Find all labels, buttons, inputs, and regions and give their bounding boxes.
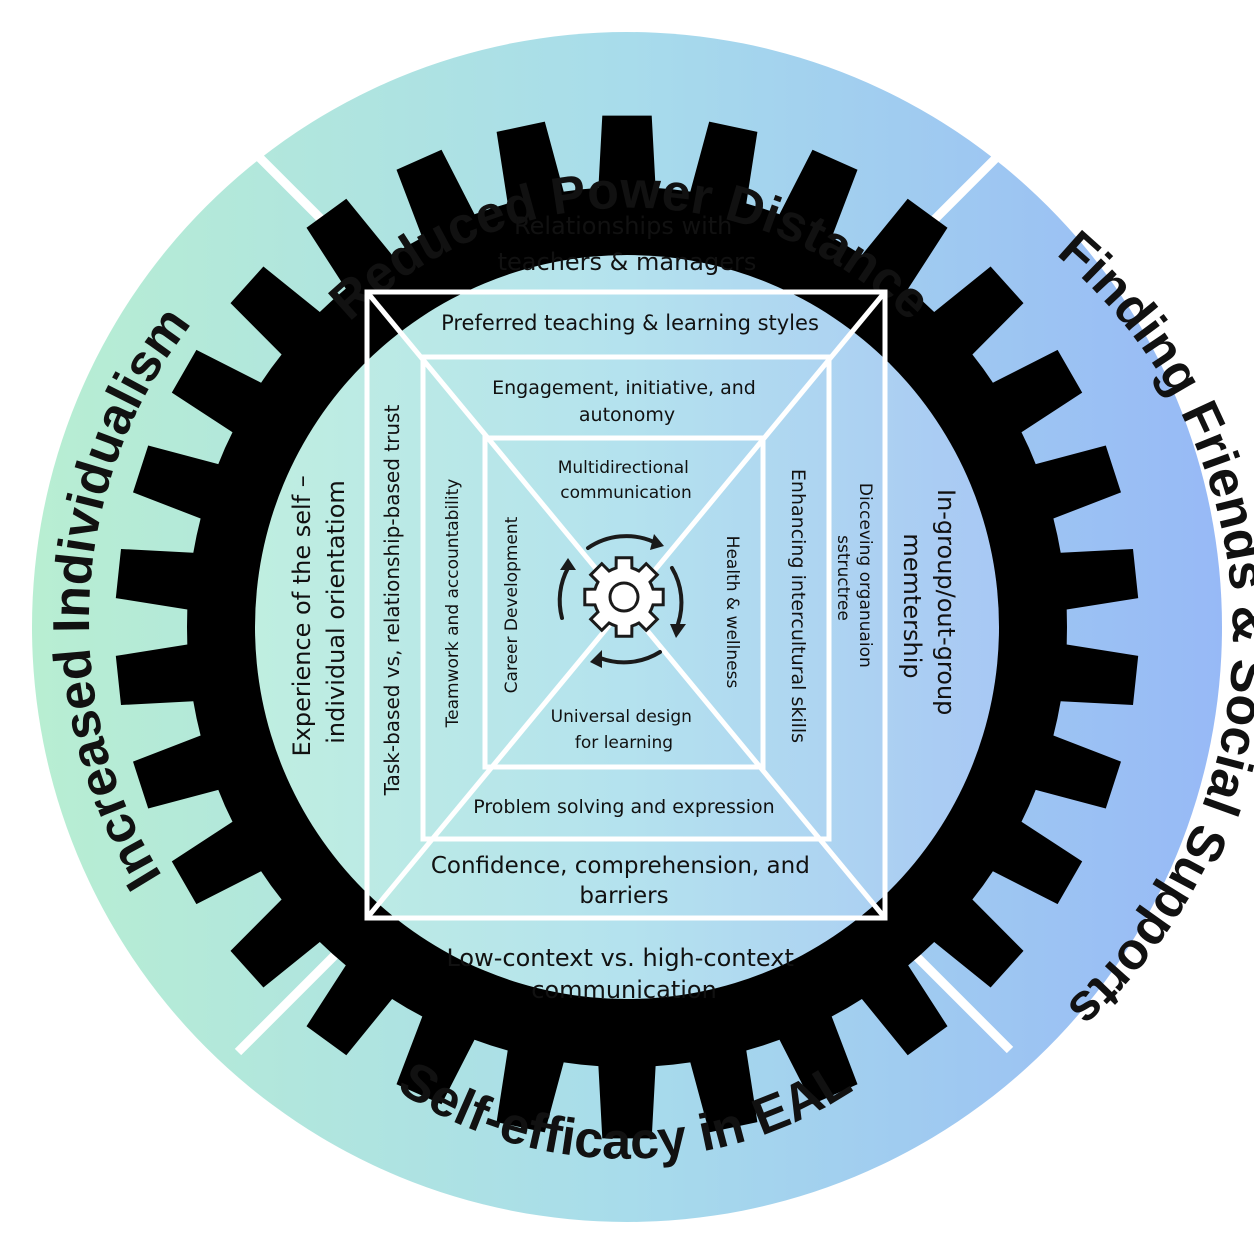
gear-ring-left: Experience of the self – individual orie… bbox=[288, 468, 350, 757]
frame3-right: Health & wellness bbox=[722, 536, 742, 689]
gear-cycle-icon bbox=[557, 534, 686, 668]
frame2-left: Teamwork and accountability bbox=[443, 479, 463, 729]
gear-ring-right: In-group/out-group memtership bbox=[898, 489, 960, 723]
frame1-bottom: Confidence, comprehension, and barriers bbox=[431, 853, 817, 909]
frame3-bottom: Universal design for learning bbox=[551, 707, 698, 753]
frame1-left: Task-based vs, relationship-based trust bbox=[380, 405, 404, 797]
gear-ring-bottom: Low-context vs. high-context communicati… bbox=[446, 944, 801, 1004]
gear-ring-top: Relationships with teachers & managers bbox=[498, 212, 757, 276]
frame2-bottom: Problem solving and expression bbox=[473, 796, 774, 818]
frame1-right: Dicceving organuaion sstructree bbox=[833, 483, 875, 673]
frame3-left: Career Development bbox=[502, 516, 522, 693]
frame2-right: Enhancing intercultural skills bbox=[787, 469, 809, 743]
frame2-top: Engagement, initiative, and autonomy bbox=[492, 377, 762, 426]
frame1-top: Preferred teaching & learning styles bbox=[441, 311, 819, 335]
frame3-top: Multidirectional communication bbox=[558, 458, 695, 503]
